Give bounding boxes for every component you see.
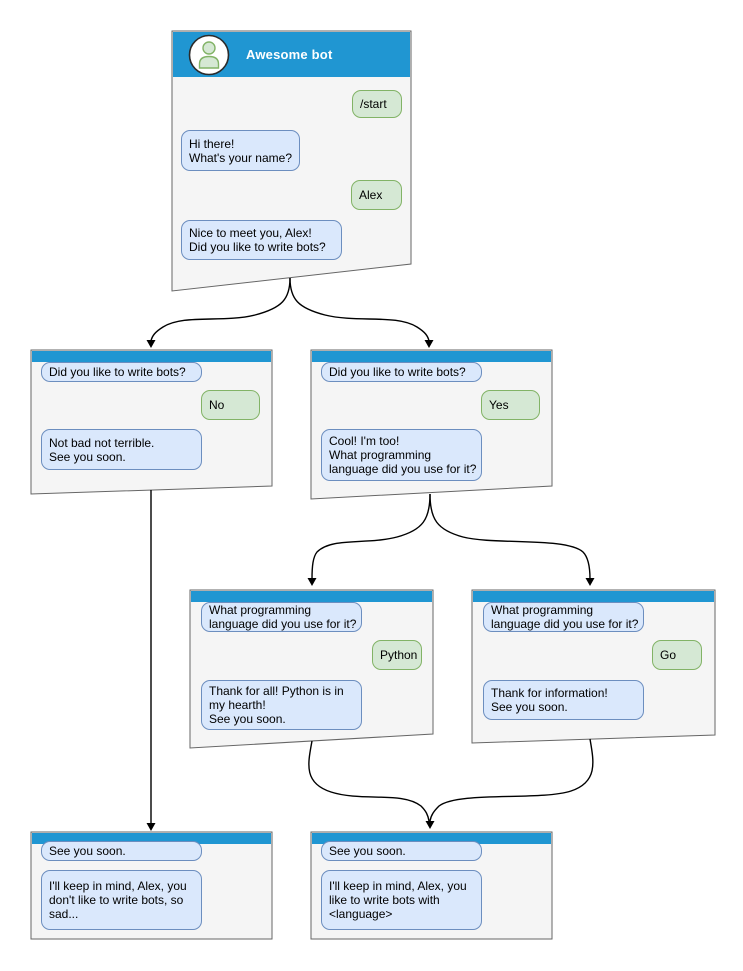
bot-message-bubble: I'll keep in mind, Alex, you like to wri…	[321, 870, 482, 930]
bot-message-bubble: Thank for information! See you soon.	[483, 680, 644, 720]
window-header-branch-no	[32, 351, 271, 362]
user-message-bubble: Alex	[351, 180, 402, 210]
user-message-bubble: Python	[372, 640, 422, 670]
user-message-bubble: Yes	[481, 390, 540, 420]
window-header-branch-python	[191, 591, 432, 602]
connector-yes-to-go	[429, 493, 591, 580]
connector-go-to-end	[429, 738, 594, 822]
window-header-end-yes	[312, 833, 551, 844]
bot-message-bubble: Hi there! What's your name?	[181, 130, 300, 171]
connector-python-to-end	[308, 740, 430, 822]
bot-message-bubble: See you soon.	[321, 841, 482, 861]
main-window-header: Awesome bot	[173, 32, 410, 77]
bot-message-bubble: I'll keep in mind, Alex, you don't like …	[41, 870, 202, 930]
bot-message-bubble: Did you like to write bots?	[41, 362, 202, 382]
bot-message-bubble: What programming language did you use fo…	[483, 602, 644, 632]
window-header-branch-yes	[312, 351, 551, 362]
window-header-branch-go	[473, 591, 714, 602]
bot-message-bubble: What programming language did you use fo…	[201, 602, 362, 632]
user-message-bubble: Go	[652, 640, 702, 670]
user-message-bubble: No	[201, 390, 260, 420]
bot-message-bubble: Nice to meet you, Alex! Did you like to …	[181, 220, 342, 260]
main-window-title: Awesome bot	[246, 47, 333, 62]
connector-start-to-no	[150, 277, 291, 342]
arrowhead-merge-to-end	[425, 821, 435, 829]
arrowhead-start-to-no	[146, 340, 156, 348]
connector-yes-to-python	[311, 493, 431, 580]
arrowhead-yes-to-go	[585, 578, 595, 586]
bot-message-bubble: See you soon.	[41, 841, 202, 861]
arrowhead-yes-to-python	[307, 578, 317, 586]
person-icon	[188, 34, 230, 76]
arrowhead-no-to-end	[146, 823, 156, 831]
window-header-end-no	[32, 833, 271, 844]
bot-message-bubble: Not bad not terrible. See you soon.	[41, 429, 202, 470]
connector-start-to-yes	[289, 277, 430, 342]
bot-message-bubble: Thank for all! Python is in my hearth! S…	[201, 680, 362, 730]
user-message-bubble: /start	[352, 90, 402, 118]
bot-message-bubble: Cool! I'm too! What programming language…	[321, 429, 482, 481]
bot-message-bubble: Did you like to write bots?	[321, 362, 482, 382]
arrowhead-start-to-yes	[424, 340, 434, 348]
